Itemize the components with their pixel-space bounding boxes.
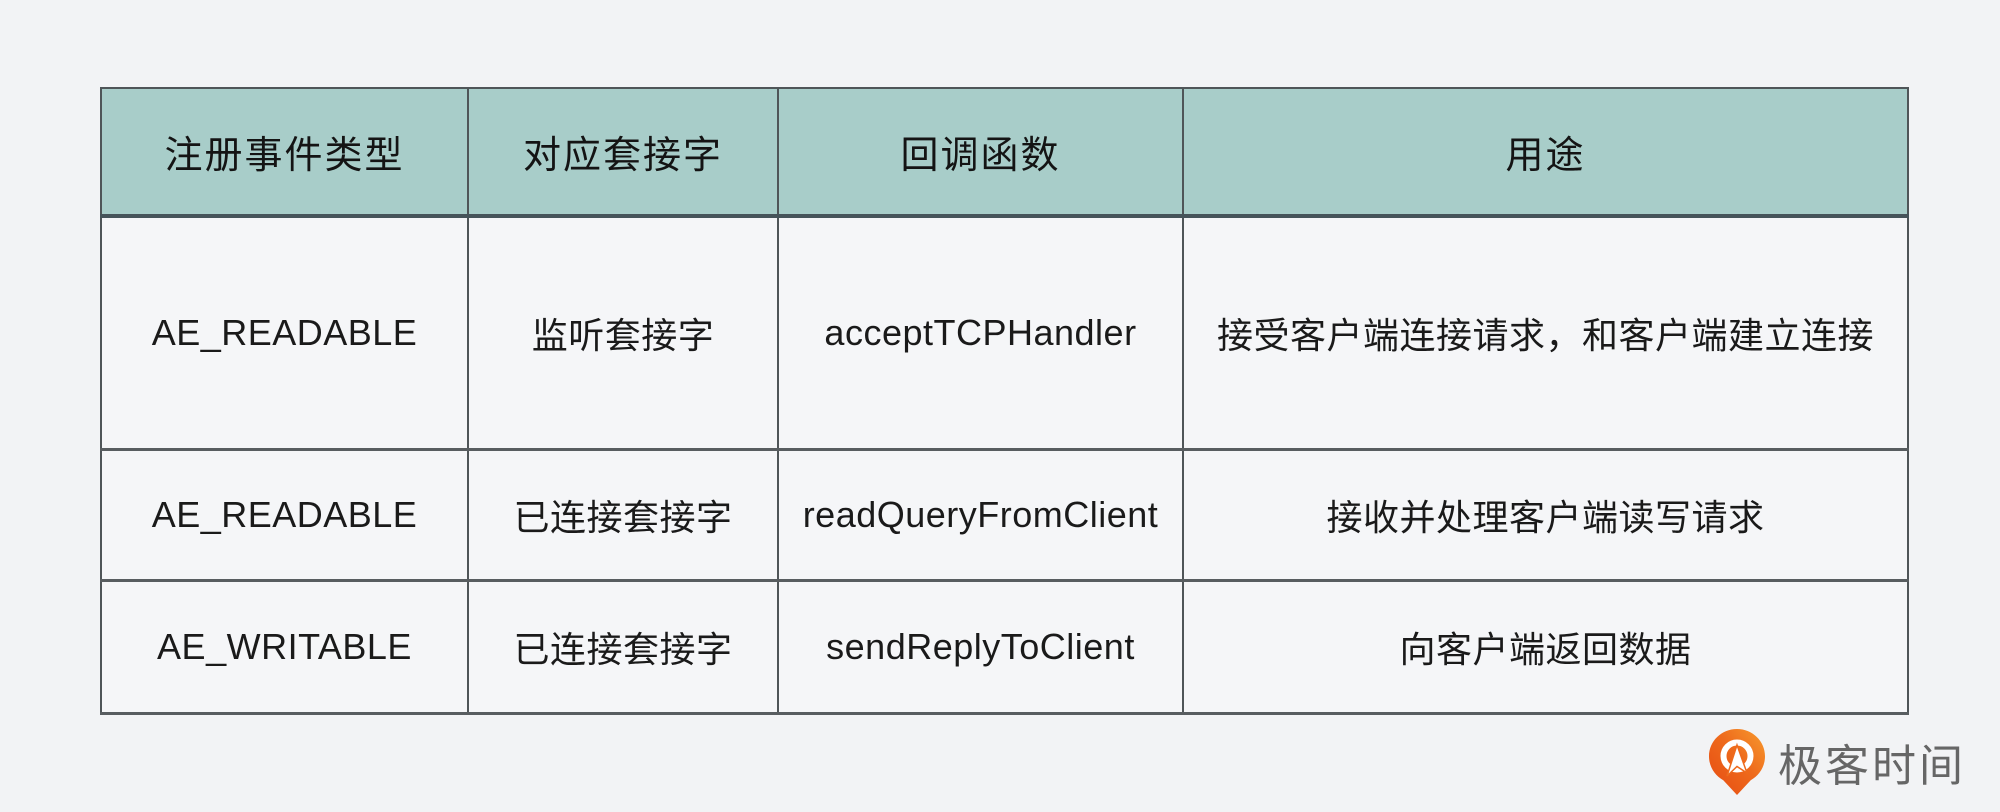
table-row: AE_READABLE 监听套接字 acceptTCPHandler 接受客户端… xyxy=(100,214,1909,451)
brand-logo-text: 极客时间 xyxy=(1778,742,1966,791)
cell-purpose: 接受客户端连接请求，和客户端建立连接 xyxy=(1182,214,1909,451)
cell-event-type: AE_READABLE xyxy=(100,214,469,451)
header-cell-socket: 对应套接字 xyxy=(467,87,779,218)
event-handler-table: 注册事件类型 对应套接字 回调函数 用途 AE_READABLE 监听套接字 a… xyxy=(100,87,1909,715)
cell-callback: readQueryFromClient xyxy=(777,448,1184,582)
table-row: AE_READABLE 已连接套接字 readQueryFromClient 接… xyxy=(100,448,1909,582)
cell-socket: 已连接套接字 xyxy=(467,579,779,715)
cell-callback: sendReplyToClient xyxy=(777,579,1184,715)
header-cell-callback: 回调函数 xyxy=(777,87,1184,218)
cell-event-type: AE_READABLE xyxy=(100,448,469,582)
header-cell-purpose: 用途 xyxy=(1182,87,1909,218)
header-cell-event-type: 注册事件类型 xyxy=(100,87,469,218)
cell-socket: 监听套接字 xyxy=(467,214,779,451)
cell-event-type: AE_WRITABLE xyxy=(100,579,469,715)
brand-logo: 极客时间 xyxy=(1708,728,1966,796)
geektime-pin-icon xyxy=(1708,728,1766,796)
header-row: 注册事件类型 对应套接字 回调函数 用途 xyxy=(100,87,1909,218)
cell-purpose: 向客户端返回数据 xyxy=(1182,579,1909,715)
cell-callback: acceptTCPHandler xyxy=(777,214,1184,451)
cell-purpose: 接收并处理客户端读写请求 xyxy=(1182,448,1909,582)
table-row: AE_WRITABLE 已连接套接字 sendReplyToClient 向客户… xyxy=(100,579,1909,715)
cell-socket: 已连接套接字 xyxy=(467,448,779,582)
